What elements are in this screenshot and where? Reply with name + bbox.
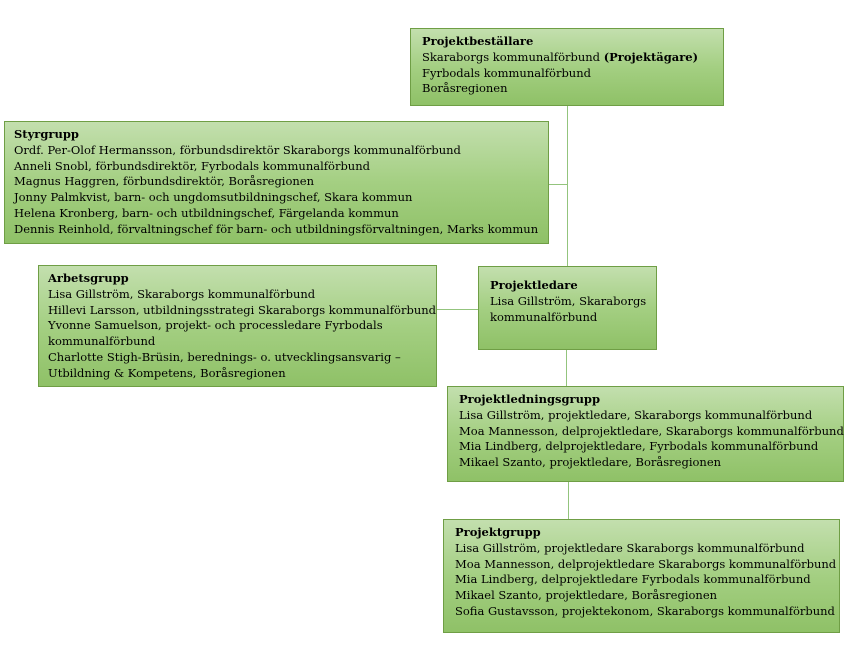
- box-projektledare-line: Lisa Gillström, Skaraborgs: [490, 293, 647, 308]
- box-styrgrupp-line: Jonny Palmkvist, barn- och ungdomsutbild…: [14, 190, 413, 205]
- box-arbetsgrupp-line: Charlotte Stigh-Brüsin, berednings- o. u…: [48, 349, 401, 364]
- box-projektledare: Projektledare Lisa Gillström, Skaraborgs…: [478, 266, 657, 350]
- box-arbetsgrupp-line: Lisa Gillström, Skaraborgs kommunalförbu…: [48, 286, 316, 301]
- connector-ledningsgrupp-projektgrupp: [568, 482, 569, 520]
- box-styrgrupp-title: Styrgrupp: [14, 127, 79, 141]
- box-projektgrupp-title: Projektgrupp: [455, 525, 541, 539]
- box-projektledningsgrupp-title: Projektledningsgrupp: [459, 392, 601, 406]
- box-projektledningsgrupp-line: Mikael Szanto, projektledare, Boråsregio…: [459, 455, 722, 470]
- box-styrgrupp-line: Helena Kronberg, barn- och utbildningsch…: [14, 205, 399, 220]
- box-arbetsgrupp-line: Yvonne Samuelson, projekt- och processle…: [48, 318, 383, 333]
- box-arbetsgrupp-line: Utbildning & Kompetens, Boråsregionen: [48, 365, 286, 380]
- box-projektbestallare: Projektbeställare Skaraborgs kommunalför…: [410, 28, 724, 106]
- box-styrgrupp-line: Anneli Snobl, förbundsdirektör, Fyrbodal…: [14, 158, 370, 173]
- box-projektgrupp-line: Mikael Szanto, projektledare, Boråsregio…: [455, 588, 718, 603]
- box-projektbestallare-line: Fyrbodals kommunalförbund: [422, 65, 591, 80]
- box-styrgrupp: Styrgrupp Ordf. Per-Olof Hermansson, för…: [4, 121, 549, 244]
- box-projektgrupp-line: Moa Mannesson, delprojektledare Skarabor…: [455, 556, 837, 571]
- box-projektbestallare-line: Skaraborgs kommunalförbund (Projektägare…: [422, 50, 718, 66]
- connector-bestallare-projektledare: [567, 106, 568, 267]
- box-styrgrupp-line: Magnus Haggren, förbundsdirektör, Boråsr…: [14, 174, 315, 189]
- box-styrgrupp-line: Ordf. Per-Olof Hermansson, förbundsdirek…: [14, 142, 461, 157]
- box-styrgrupp-line: Dennis Reinhold, förvaltningschef för ba…: [14, 221, 539, 236]
- box-projektgrupp: Projektgrupp Lisa Gillström, projektleda…: [443, 519, 840, 633]
- box-projektgrupp-line: Sofia Gustavsson, projektekonom, Skarabo…: [455, 603, 835, 618]
- box-projektbestallare-title: Projektbeställare: [422, 34, 534, 48]
- connector-styrgrupp: [549, 184, 568, 185]
- box-projektledningsgrupp-line: Mia Lindberg, delprojektledare, Fyrbodal…: [459, 439, 819, 454]
- box-arbetsgrupp-line: kommunalförbund: [48, 334, 156, 349]
- box-arbetsgrupp-line: Hillevi Larsson, utbildningsstrategi Ska…: [48, 302, 437, 317]
- box-projektbestallare-line: Boråsregionen: [422, 81, 508, 96]
- box-arbetsgrupp: Arbetsgrupp Lisa Gillström, Skaraborgs k…: [38, 265, 437, 387]
- box-projektledare-title: Projektledare: [490, 278, 578, 292]
- box-projektledningsgrupp: Projektledningsgrupp Lisa Gillström, pro…: [447, 386, 844, 482]
- connector-projektledare-ledningsgrupp: [566, 350, 567, 387]
- box-projektbestallare-line-main: Skaraborgs kommunalförbund: [422, 49, 604, 64]
- connector-arbetsgrupp: [437, 309, 478, 310]
- box-arbetsgrupp-title: Arbetsgrupp: [48, 271, 129, 285]
- box-projektgrupp-line: Lisa Gillström, projektledare Skaraborgs…: [455, 540, 805, 555]
- box-projektledningsgrupp-line: Moa Mannesson, delprojektledare, Skarabo…: [459, 423, 844, 438]
- box-projektledare-line: kommunalförbund: [490, 309, 598, 324]
- box-projektbestallare-line-bold: (Projektägare): [603, 49, 699, 64]
- box-projektledningsgrupp-line: Lisa Gillström, projektledare, Skaraborg…: [459, 407, 813, 422]
- box-projektgrupp-line: Mia Lindberg, delprojektledare Fyrbodals…: [455, 572, 811, 587]
